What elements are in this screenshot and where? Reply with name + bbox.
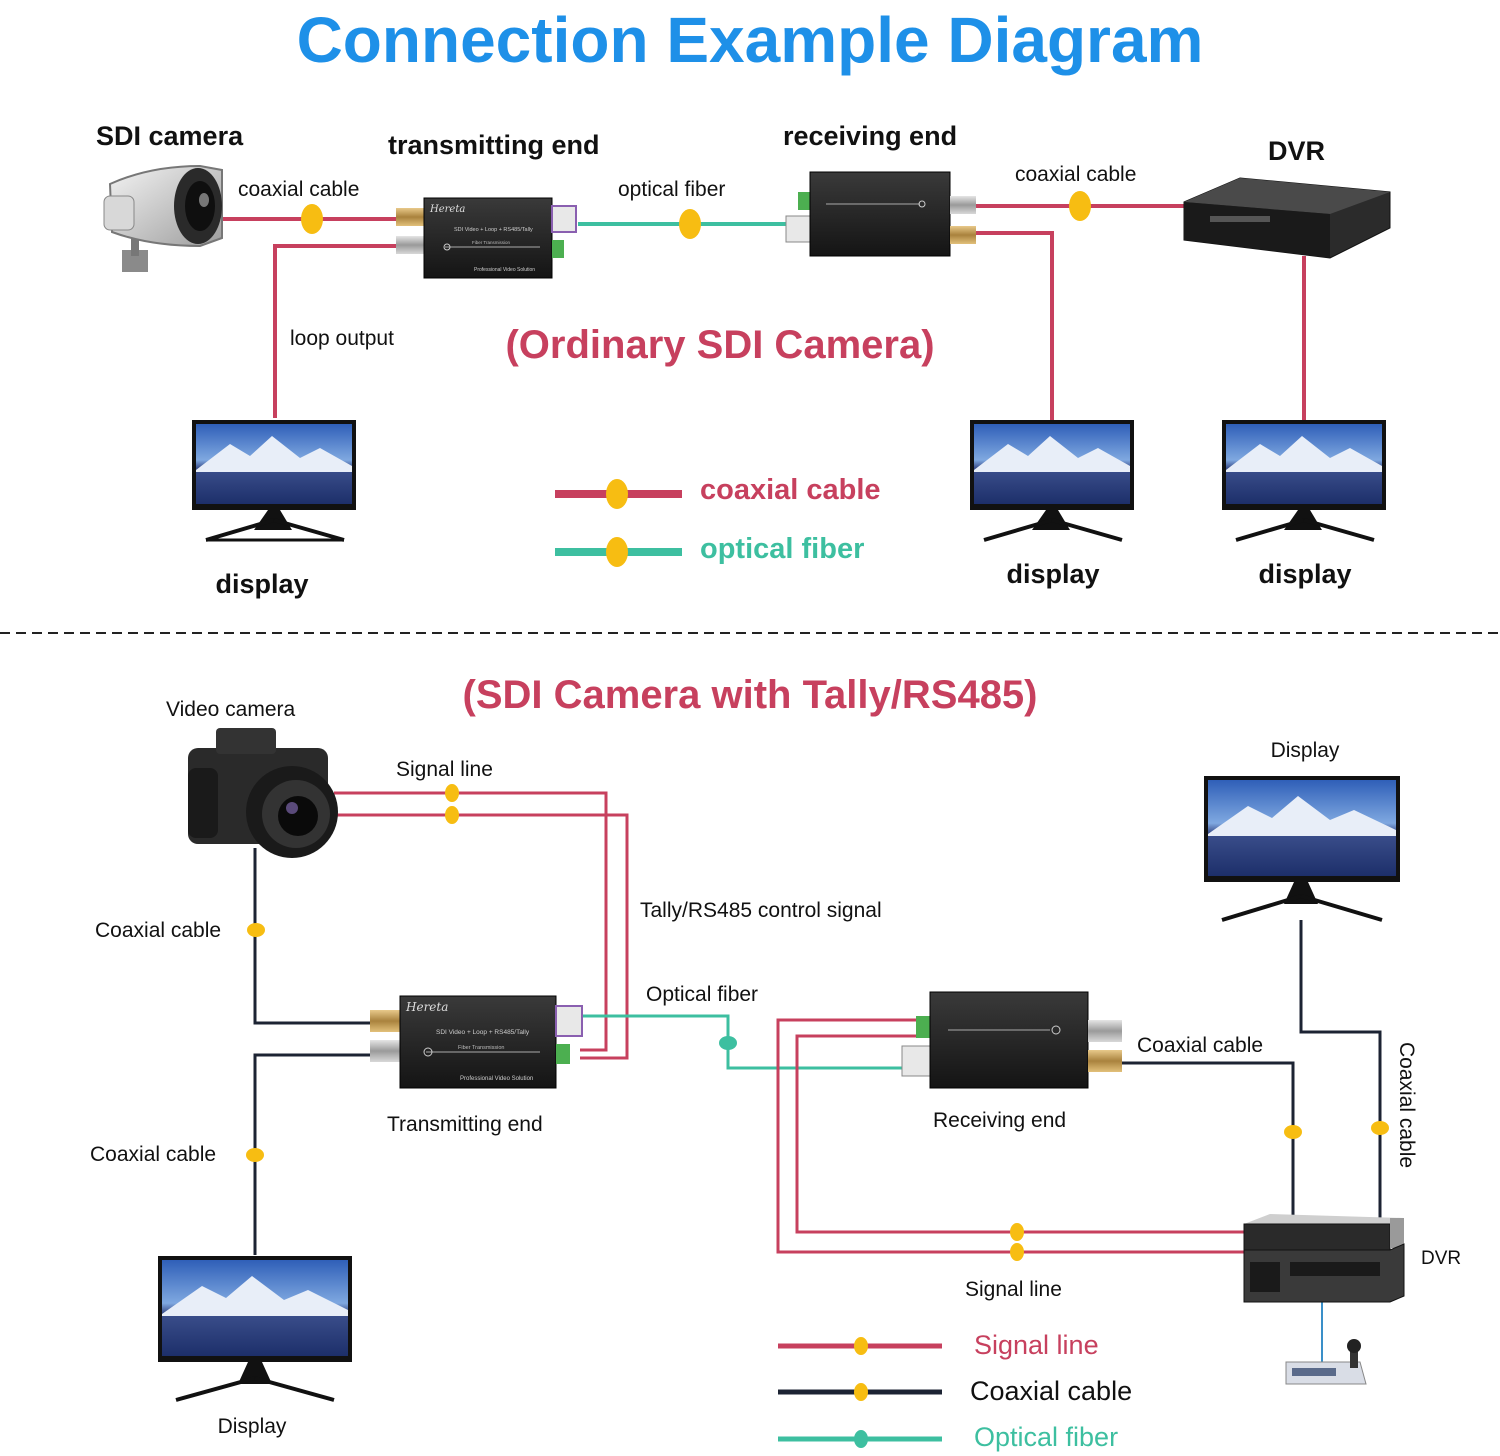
signal-node (1010, 1243, 1024, 1261)
legend-coaxial-cable: coaxial cable (700, 474, 881, 506)
coax-node (1069, 191, 1091, 221)
label-display-right: display (1258, 559, 1351, 589)
label-coaxial-cable-vertical: Coaxial cable (1395, 1042, 1418, 1168)
label-display-bottom: Display (218, 1415, 287, 1438)
label-sdi-camera: SDI camera (96, 121, 244, 151)
label-loop-output: loop output (290, 327, 394, 350)
device-brand: Hereta (405, 1000, 448, 1014)
coax-node (1284, 1125, 1302, 1139)
page-title: Connection Example Diagram (297, 4, 1204, 76)
sdi-camera-icon (103, 164, 223, 272)
label-display-top: Display (1271, 739, 1340, 762)
display-monitor-bottom (158, 1256, 352, 1402)
fiber-node (679, 209, 701, 239)
label-dvr: DVR (1421, 1248, 1461, 1269)
label-receiving-end: receiving end (783, 121, 957, 151)
legend-optical-fiber: optical fiber (700, 533, 864, 565)
display-monitor-mid (970, 420, 1134, 542)
signal-node (445, 806, 459, 824)
section1-wires (218, 204, 1306, 420)
label-coaxial-cable-2: Coaxial cable (1137, 1034, 1263, 1057)
display-monitor-top (1204, 776, 1400, 922)
section2-legend: Signal line Coaxial cable Optical fiber (778, 1330, 1132, 1452)
receiving-end-device (901, 991, 1122, 1089)
transmitting-end-device: Hereta SDI Video + Loop + RS485/Tally Fi… (370, 995, 583, 1089)
device-slogan: Professional Video Solution (460, 1076, 533, 1082)
video-camera-icon (188, 728, 338, 858)
display-monitor-right (1222, 420, 1386, 542)
legend-coaxial-cable: Coaxial cable (970, 1376, 1132, 1406)
signal-node (1010, 1223, 1024, 1241)
label-optical-fiber: Optical fiber (646, 983, 758, 1006)
dvr-rack-device (1243, 1214, 1405, 1303)
legend-signal-line: Signal line (974, 1330, 1099, 1360)
label-transmitting-end: Transmitting end (387, 1113, 543, 1136)
coax-node (246, 1148, 264, 1162)
coax-node (247, 923, 265, 937)
device-brand: Hereta (429, 204, 465, 215)
section2-heading: (SDI Camera with Tally/RS485) (463, 673, 1038, 717)
receiving-end-device (785, 171, 976, 257)
section-tally-rs485: Hereta SDI Video + Loop + RS485/Tally Fi… (90, 673, 1461, 1452)
section1-legend: coaxial cable optical fiber (555, 474, 881, 567)
display-monitor-left (192, 420, 356, 542)
ptz-keyboard-icon (1285, 1339, 1367, 1385)
label-coaxial-cable-left: coaxial cable (238, 178, 359, 201)
label-display-mid: display (1006, 559, 1099, 589)
signal-node (445, 784, 459, 802)
transmitting-end-device: Hereta SDI Video + Loop + RS485/Tally Fi… (396, 197, 577, 279)
label-optical-fiber: optical fiber (618, 178, 725, 201)
label-coaxial-cable-right: coaxial cable (1015, 163, 1136, 186)
section2-wires (253, 791, 1382, 1362)
section1-heading: (Ordinary SDI Camera) (505, 323, 934, 367)
section-ordinary-sdi: Hereta SDI Video + Loop + RS485/Tally Fi… (96, 121, 1391, 599)
label-display-left: display (215, 569, 308, 599)
dvr-device (1183, 177, 1391, 259)
label-signal-line-bottom: Signal line (965, 1278, 1062, 1301)
device-model-line: SDI Video + Loop + RS485/Tally (454, 227, 533, 233)
label-signal-line-top: Signal line (396, 758, 493, 781)
legend-optical-fiber: Optical fiber (974, 1422, 1118, 1452)
device-model-line: SDI Video + Loop + RS485/Tally (436, 1029, 530, 1036)
label-tally-rs485: Tally/RS485 control signal (640, 899, 882, 922)
fiber-node (719, 1036, 737, 1050)
label-video-camera: Video camera (166, 698, 296, 721)
label-receiving-end: Receiving end (933, 1109, 1066, 1132)
label-transmitting-end: transmitting end (388, 130, 600, 160)
coax-node (1371, 1121, 1389, 1135)
label-coaxial-cable-3: Coaxial cable (90, 1143, 216, 1166)
label-coaxial-cable-1: Coaxial cable (95, 919, 221, 942)
device-sub-line: Fiber Transmission (472, 240, 511, 245)
label-dvr: DVR (1268, 136, 1325, 166)
coax-node (301, 204, 323, 234)
device-slogan: Professional Video Solution (474, 267, 535, 273)
device-sub-line: Fiber Transmission (458, 1045, 504, 1051)
